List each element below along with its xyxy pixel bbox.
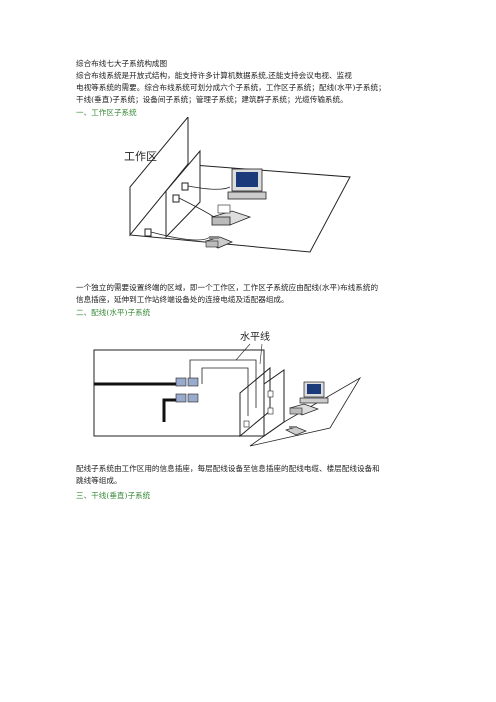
fax-icon — [210, 204, 252, 226]
outlet-2-icon — [172, 194, 180, 203]
wall-panel-1 — [263, 369, 285, 437]
cable-1 — [150, 231, 211, 241]
horizontal-label: 水平线 — [240, 330, 270, 343]
backbone-line-2 — [162, 398, 182, 422]
section1-desc-2: 信息插座，延伸到工作站终端设备处的连接电缆及适配器组成。 — [76, 295, 289, 304]
telephone-icon — [285, 426, 307, 436]
wall-panel-2 — [239, 366, 271, 438]
horizontal-cable-2 — [201, 367, 249, 416]
outlet-b-icon — [267, 407, 274, 415]
intro-line-1: 综合布线系统是开放式结构，能支持许多计算机数据系统,还能支持会议电视、监视 — [76, 71, 352, 80]
section2-desc-2: 跳线等组成。 — [76, 476, 122, 485]
doc-title: 综合布线七大子系统构成图 — [76, 59, 168, 68]
section3-heading: 三、干线(垂直)子系统 — [76, 491, 151, 500]
section1-heading: 一、工作区子系统 — [76, 108, 137, 117]
outlet-1-icon — [144, 228, 152, 237]
horizontal-figure: 水平线 — [90, 318, 400, 448]
intro-line-3: 干线(垂直)子系统；设备间子系统；管理子系统；建筑群子系统；光缆传输系统。 — [76, 95, 348, 104]
patch-panel-icon — [175, 377, 199, 403]
label-leader-2 — [259, 343, 263, 365]
horizontal-diagram: 水平线 — [93, 330, 362, 447]
work-area-diagram: 工作区 — [124, 117, 351, 253]
outlet-c-icon — [243, 420, 250, 428]
computer-icon — [299, 381, 329, 404]
intro-line-2: 电视等系统的需要。综合布线系统可划分成六个子系统，工作区子系统；配线(水平)子系… — [76, 83, 386, 92]
office-floor — [249, 376, 362, 447]
label-leader-1 — [235, 343, 251, 361]
work-area-label: 工作区 — [124, 150, 157, 163]
cable-3 — [187, 185, 231, 190]
floor-box — [93, 349, 265, 437]
section2-heading: 二、配线(水平)子系统 — [76, 308, 151, 317]
outlet-3-icon — [181, 182, 189, 191]
cable-2 — [178, 197, 215, 218]
computer-icon — [227, 168, 267, 200]
wall-divider — [165, 149, 201, 239]
section2-desc-1: 配线子系统由工作区用的信息插座，每层配线设备至信息插座的配线电缆、楼层配线设备和 — [76, 464, 380, 473]
work-area-figure: 工作区 — [110, 117, 370, 267]
telephone-icon — [204, 236, 234, 249]
outlet-a-icon — [267, 390, 274, 398]
horizontal-cable-1 — [189, 359, 257, 408]
section1-desc-1: 一个独立的需要设置终端的区域，即一个工作区，工作区子系统应由配线(水平)布线系统… — [76, 283, 379, 292]
fax-icon — [289, 403, 320, 416]
